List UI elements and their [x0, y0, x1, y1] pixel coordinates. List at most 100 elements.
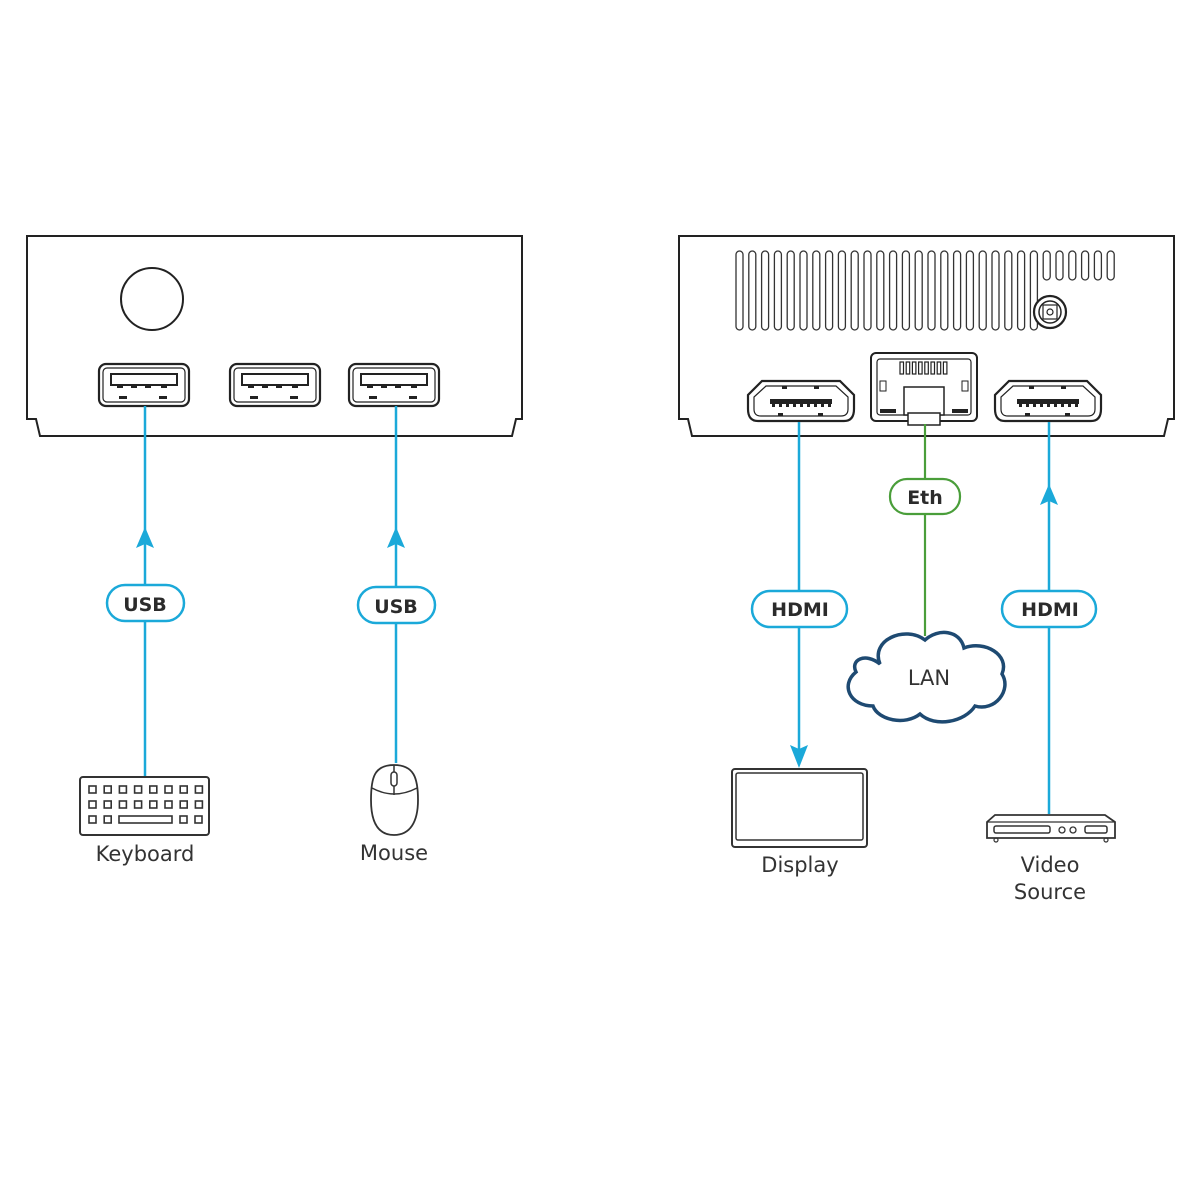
- vent-slot: [876, 250, 885, 331]
- vent-slot: [914, 250, 923, 331]
- front-panel: [26, 235, 523, 437]
- mouse-label: Mouse: [360, 841, 428, 865]
- vent-slot: [940, 250, 949, 331]
- vent-slot: [760, 250, 770, 331]
- keyboard-key: [88, 785, 97, 794]
- vent-slot: [1080, 250, 1090, 281]
- video-source-label-line2: Source: [1014, 880, 1086, 904]
- rj45-pin: [911, 361, 917, 375]
- keyboard-key: [164, 785, 173, 794]
- vent-slot: [735, 250, 744, 331]
- hdmi-badge-label: HDMI: [771, 599, 829, 621]
- usb-badge-label: USB: [123, 594, 167, 616]
- keyboard-key: [149, 800, 158, 809]
- vent-slot: [799, 250, 808, 331]
- vent-slot: [888, 250, 898, 331]
- vent-slot: [1029, 250, 1039, 331]
- usb-port-3[interactable]: [347, 362, 441, 408]
- mouse-connection: USB Mouse: [356, 406, 437, 865]
- keyboard-key: [194, 800, 204, 809]
- vent-slot: [1004, 250, 1013, 331]
- keyboard-key: [194, 785, 204, 794]
- vent-slot: [1093, 250, 1103, 281]
- usb-port-1[interactable]: [97, 362, 191, 408]
- vent-slot: [748, 250, 757, 331]
- keyboard-key: [179, 800, 188, 809]
- keyboard-label: Keyboard: [96, 842, 195, 866]
- vent-slot: [1055, 250, 1064, 281]
- rj45-pin: [917, 361, 923, 375]
- arrow-down-icon: [790, 745, 808, 768]
- front-panel-outline: [26, 235, 523, 437]
- rear-panel-outline: [678, 235, 1175, 437]
- power-connector[interactable]: [1032, 294, 1068, 330]
- eth-badge: [888, 477, 962, 516]
- rj45-pin: [942, 361, 948, 375]
- ventilation-slots: [735, 250, 1115, 331]
- vent-slot: [991, 250, 1000, 331]
- vent-slot: [863, 250, 872, 331]
- keyboard-key: [103, 800, 112, 809]
- keyboard-key: [164, 800, 173, 809]
- vent-slot: [850, 250, 859, 331]
- arrow-up-icon: [136, 527, 154, 548]
- usb-badge: [356, 585, 437, 625]
- keyboard-key: [179, 815, 188, 824]
- eth-badge-label: Eth: [907, 487, 943, 509]
- keyboard-key: [149, 785, 158, 794]
- hdmi-badge-label: HDMI: [1021, 599, 1079, 621]
- vent-slot: [1016, 250, 1026, 331]
- keyboard-key: [118, 800, 128, 809]
- display-label: Display: [761, 853, 838, 877]
- keyboard-key: [194, 815, 203, 824]
- hdmi-in-port[interactable]: [993, 379, 1103, 423]
- vent-slot: [978, 250, 987, 331]
- hdmi-out-port[interactable]: [746, 379, 856, 423]
- hdmi-badge: [1000, 589, 1098, 629]
- keyboard-key: [118, 815, 173, 824]
- usb-port-2[interactable]: [228, 362, 322, 408]
- video-source-icon: [986, 814, 1116, 843]
- ethernet-port[interactable]: [870, 352, 978, 426]
- rj45-pin: [936, 361, 942, 375]
- keyboard-key: [103, 815, 112, 824]
- rj45-pin: [924, 361, 929, 375]
- usb-badge-label: USB: [374, 596, 418, 618]
- lan-connection: Eth LAN: [846, 424, 1007, 724]
- vent-slot: [1106, 250, 1115, 281]
- video-source-connection: HDMI Video Source: [986, 422, 1116, 904]
- vent-slot: [773, 250, 783, 331]
- video-source-label-line1: Video: [1021, 853, 1080, 877]
- arrow-up-icon: [387, 527, 405, 548]
- display-connection: HDMI Display: [731, 422, 868, 877]
- keyboard-connection: USB Keyboard: [79, 406, 210, 866]
- keyboard-key: [118, 785, 128, 794]
- power-button[interactable]: [120, 267, 184, 331]
- usb-badge: [105, 583, 186, 623]
- cloud-icon: [846, 630, 1007, 724]
- keyboard-key: [103, 785, 112, 794]
- vent-slot: [965, 250, 975, 331]
- keyboard-key: [133, 785, 143, 794]
- vent-slot: [901, 250, 911, 331]
- arrow-up-icon: [1040, 484, 1058, 505]
- keyboard-icon: [79, 776, 210, 836]
- rj45-pin: [930, 361, 936, 375]
- keyboard-key: [88, 815, 97, 824]
- keyboard-key: [133, 800, 143, 809]
- vent-slot: [812, 250, 821, 331]
- vent-slot: [927, 250, 936, 331]
- rj45-pin: [905, 361, 911, 375]
- rear-panel: [678, 235, 1175, 437]
- vent-slot: [1068, 250, 1077, 281]
- keyboard-key: [179, 785, 188, 794]
- vent-slot: [786, 250, 795, 331]
- mouse-icon: [370, 764, 419, 836]
- hdmi-badge: [750, 589, 849, 629]
- vent-slot: [824, 250, 834, 331]
- keyboard-key: [88, 800, 97, 809]
- vent-slot: [1042, 250, 1051, 281]
- vent-slot: [837, 250, 847, 331]
- display-icon: [731, 768, 868, 848]
